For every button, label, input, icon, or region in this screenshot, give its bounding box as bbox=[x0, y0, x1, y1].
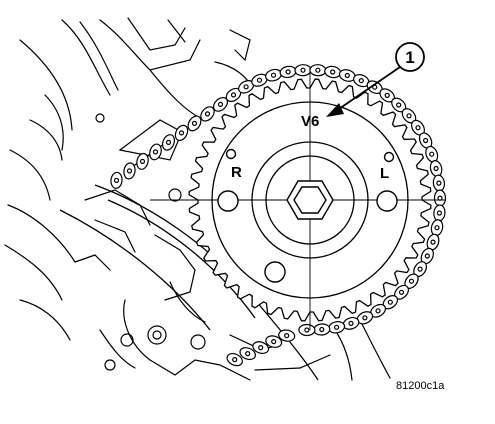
chain-pin bbox=[217, 101, 224, 108]
chain-pin bbox=[304, 327, 310, 333]
callout-circle bbox=[395, 42, 425, 72]
chain-pin bbox=[334, 324, 340, 330]
chain-pin bbox=[433, 165, 439, 172]
chain-pin bbox=[319, 326, 325, 333]
r-mark: R bbox=[231, 164, 242, 181]
chain-pin bbox=[406, 113, 412, 119]
callout-arrowhead bbox=[326, 103, 344, 117]
chain-pin bbox=[300, 67, 306, 73]
chain-pin bbox=[436, 210, 442, 216]
chain-pin bbox=[256, 77, 263, 83]
chain-pin bbox=[387, 299, 393, 305]
hole-right bbox=[217, 190, 239, 212]
chain-pin bbox=[285, 69, 291, 75]
chain-pin bbox=[415, 125, 421, 131]
chain-pin bbox=[396, 102, 402, 108]
dot-r-mark bbox=[225, 148, 237, 160]
chain-pin bbox=[408, 278, 415, 284]
chain-pin bbox=[362, 315, 368, 321]
chain-pin bbox=[434, 225, 440, 231]
center-bolt bbox=[286, 180, 334, 220]
chain-pin bbox=[429, 151, 435, 157]
chain-pin bbox=[232, 357, 238, 363]
chain-pin bbox=[284, 333, 290, 339]
chain-pin bbox=[126, 168, 133, 174]
chain-pin bbox=[437, 195, 443, 201]
chain-pin bbox=[113, 177, 120, 183]
v6-mark: V6 bbox=[301, 113, 319, 130]
timing-chain bbox=[110, 64, 447, 367]
chain-pin bbox=[348, 320, 354, 326]
l-mark: L bbox=[380, 165, 389, 182]
chain-pin bbox=[243, 84, 249, 90]
sprocket-holes bbox=[217, 148, 398, 283]
hole-left bbox=[376, 190, 398, 212]
callout-leader bbox=[335, 66, 401, 112]
chain-pin bbox=[423, 137, 429, 144]
figure-id: 81200c1a bbox=[396, 380, 445, 392]
dot-l-mark bbox=[383, 151, 395, 163]
chain-pin bbox=[384, 92, 390, 99]
chain-pin bbox=[258, 345, 264, 351]
chain-pin bbox=[330, 69, 336, 75]
callout: 1 bbox=[326, 42, 425, 117]
chain-pin bbox=[436, 180, 442, 186]
chain-pin bbox=[139, 158, 146, 164]
chain-pin bbox=[204, 111, 211, 117]
chain-pin bbox=[270, 72, 277, 78]
chain-pin bbox=[178, 130, 185, 136]
hole-lower bbox=[264, 261, 286, 283]
chain-pin bbox=[271, 339, 277, 345]
chain-pin bbox=[165, 139, 172, 145]
chain-pin bbox=[424, 253, 430, 259]
chain-pin bbox=[398, 289, 405, 295]
chain-pin bbox=[375, 308, 381, 314]
callout-number: 1 bbox=[405, 48, 414, 67]
chain-pin bbox=[358, 77, 364, 84]
chain-pin bbox=[230, 92, 237, 98]
chain-pin bbox=[191, 120, 198, 127]
chain-pin bbox=[430, 239, 436, 245]
chain-pin bbox=[315, 67, 321, 73]
chain-pin bbox=[344, 72, 350, 79]
chain-pin bbox=[152, 149, 159, 155]
chain-pin bbox=[417, 266, 423, 272]
chain-pin bbox=[245, 351, 251, 357]
